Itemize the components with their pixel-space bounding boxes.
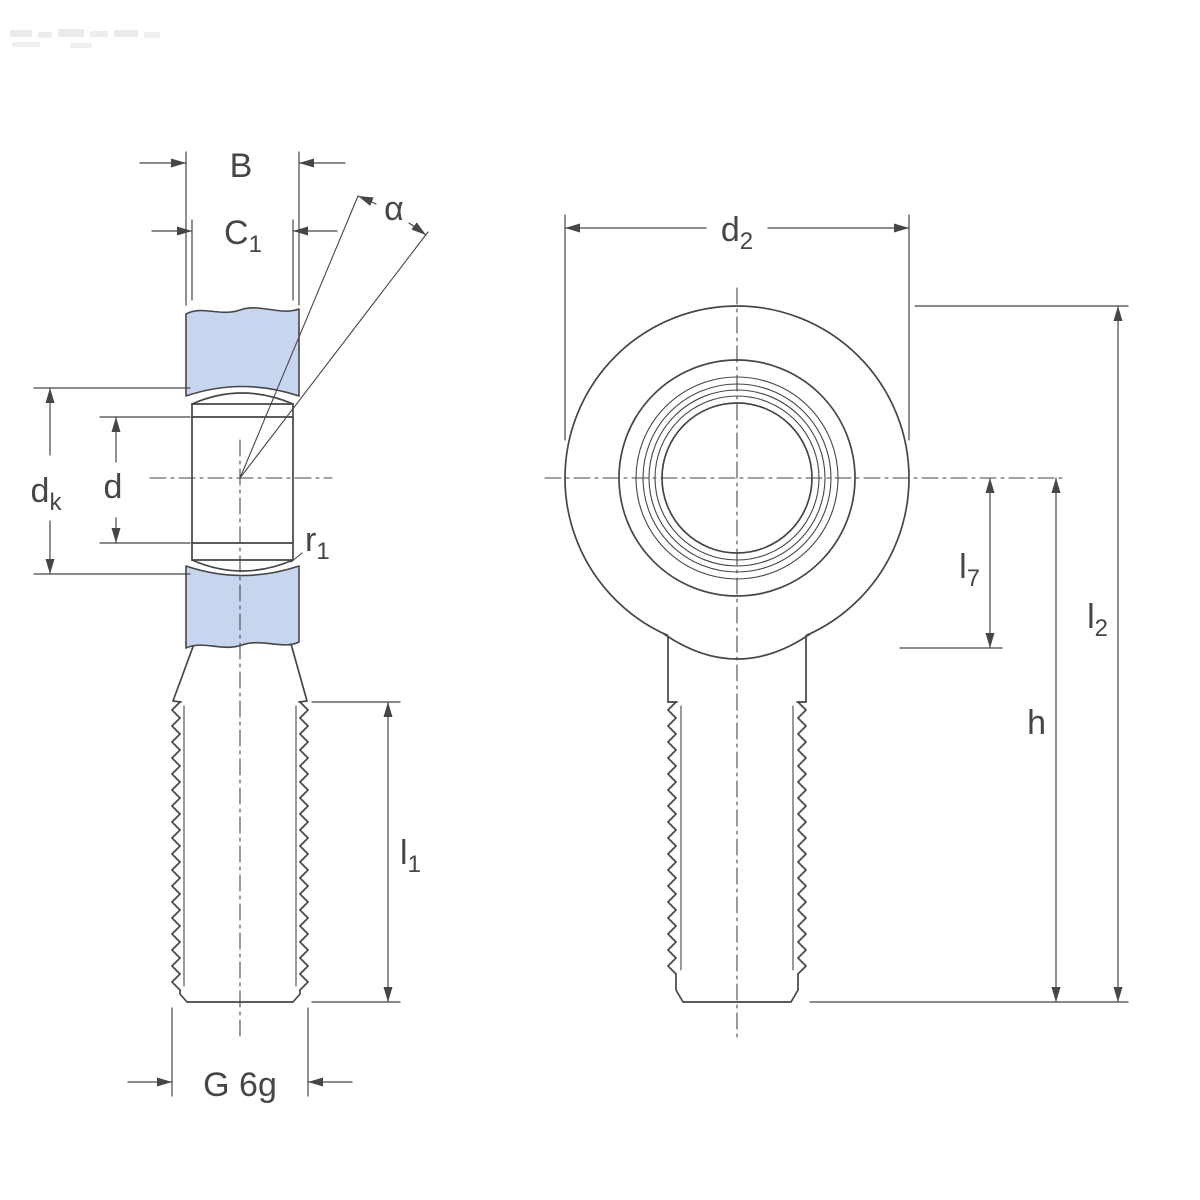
label-r1: r1 — [305, 521, 330, 565]
dim-l1 — [311, 701, 401, 1003]
label-C1: C1 — [224, 214, 262, 258]
neck-taper-right — [290, 643, 308, 702]
dimensions — [33, 151, 1129, 1097]
angle-ray-2 — [239, 231, 429, 479]
left-view-section — [149, 307, 333, 1041]
dim-alpha — [239, 195, 429, 479]
dim-r1-leader — [290, 552, 303, 563]
dim-l2 — [809, 305, 1129, 1003]
label-d2: d2 — [721, 211, 753, 255]
housing-lower-section — [185, 565, 300, 649]
label-dk: dk — [31, 472, 63, 516]
label-alpha: α — [384, 190, 404, 228]
dim-C1 — [151, 219, 338, 301]
dim-l7 — [899, 477, 1003, 649]
dim-G6g — [127, 1007, 353, 1097]
bearing-head-section — [185, 307, 300, 649]
neck-taper-left — [172, 643, 195, 702]
housing-upper-section — [185, 307, 300, 397]
watermark — [10, 29, 160, 48]
label-l2: l2 — [1087, 598, 1108, 642]
label-l1: l1 — [400, 834, 421, 878]
angle-arc-2 — [408, 222, 427, 236]
dim-d2 — [564, 214, 910, 441]
ball-sphere-bottom-arc — [191, 559, 294, 572]
dim-dk — [33, 387, 191, 575]
dimension-labels: B C1 α dk d r1 l1 G 6g d2 l7 h l2 — [31, 147, 1108, 1104]
label-B: B — [230, 147, 253, 185]
angle-arc-1 — [357, 195, 377, 206]
label-h: h — [1027, 704, 1046, 742]
thread-profile-left-edge — [171, 701, 181, 991]
label-l7: l7 — [959, 548, 980, 592]
shank-end-undercut — [675, 973, 799, 1003]
thread-profile-right-edge — [299, 701, 309, 991]
threaded-shank-front-view — [667, 635, 807, 1003]
right-view-front — [544, 287, 1063, 1041]
label-G6g: G 6g — [203, 1066, 277, 1104]
ball-sphere-top-arc — [191, 392, 294, 405]
dim-d — [99, 416, 191, 544]
angle-ray-1 — [239, 195, 359, 479]
label-d: d — [104, 468, 123, 506]
thread-profile-right-edge-front — [797, 701, 807, 975]
thread-profile-left-edge-front — [667, 701, 677, 975]
